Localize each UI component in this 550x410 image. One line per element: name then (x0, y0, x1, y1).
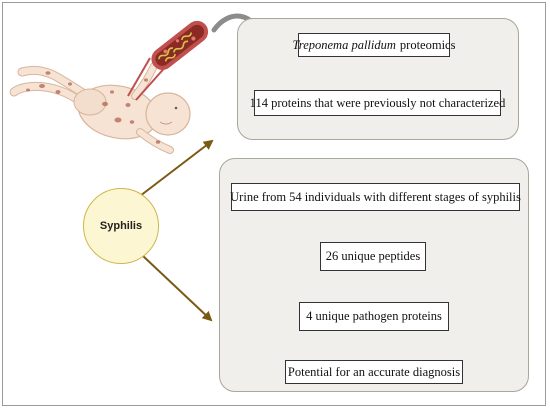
step-accurate-diagnosis: Potential for an accurate diagnosis (285, 360, 463, 384)
blood-vessel-illustration (151, 20, 209, 70)
arrow-to-urine-study (142, 255, 213, 322)
proteomics-label: proteomics (399, 37, 456, 52)
syphilis-label: Syphilis (99, 220, 143, 232)
syphilis-node: Syphilis (83, 188, 159, 264)
uncharacterized-proteins-box: 114 proteins that were previously not ch… (250, 90, 505, 116)
infant-illustration (9, 57, 191, 154)
step-unique-peptides: 26 unique peptides (320, 242, 426, 271)
arrow-to-proteomics (139, 139, 214, 197)
step-urine-samples: Urine from 54 individuals with different… (230, 183, 521, 211)
step-pathogen-proteins: 4 unique pathogen proteins (299, 302, 449, 331)
organism-name: Treponema pallidum (292, 37, 396, 52)
